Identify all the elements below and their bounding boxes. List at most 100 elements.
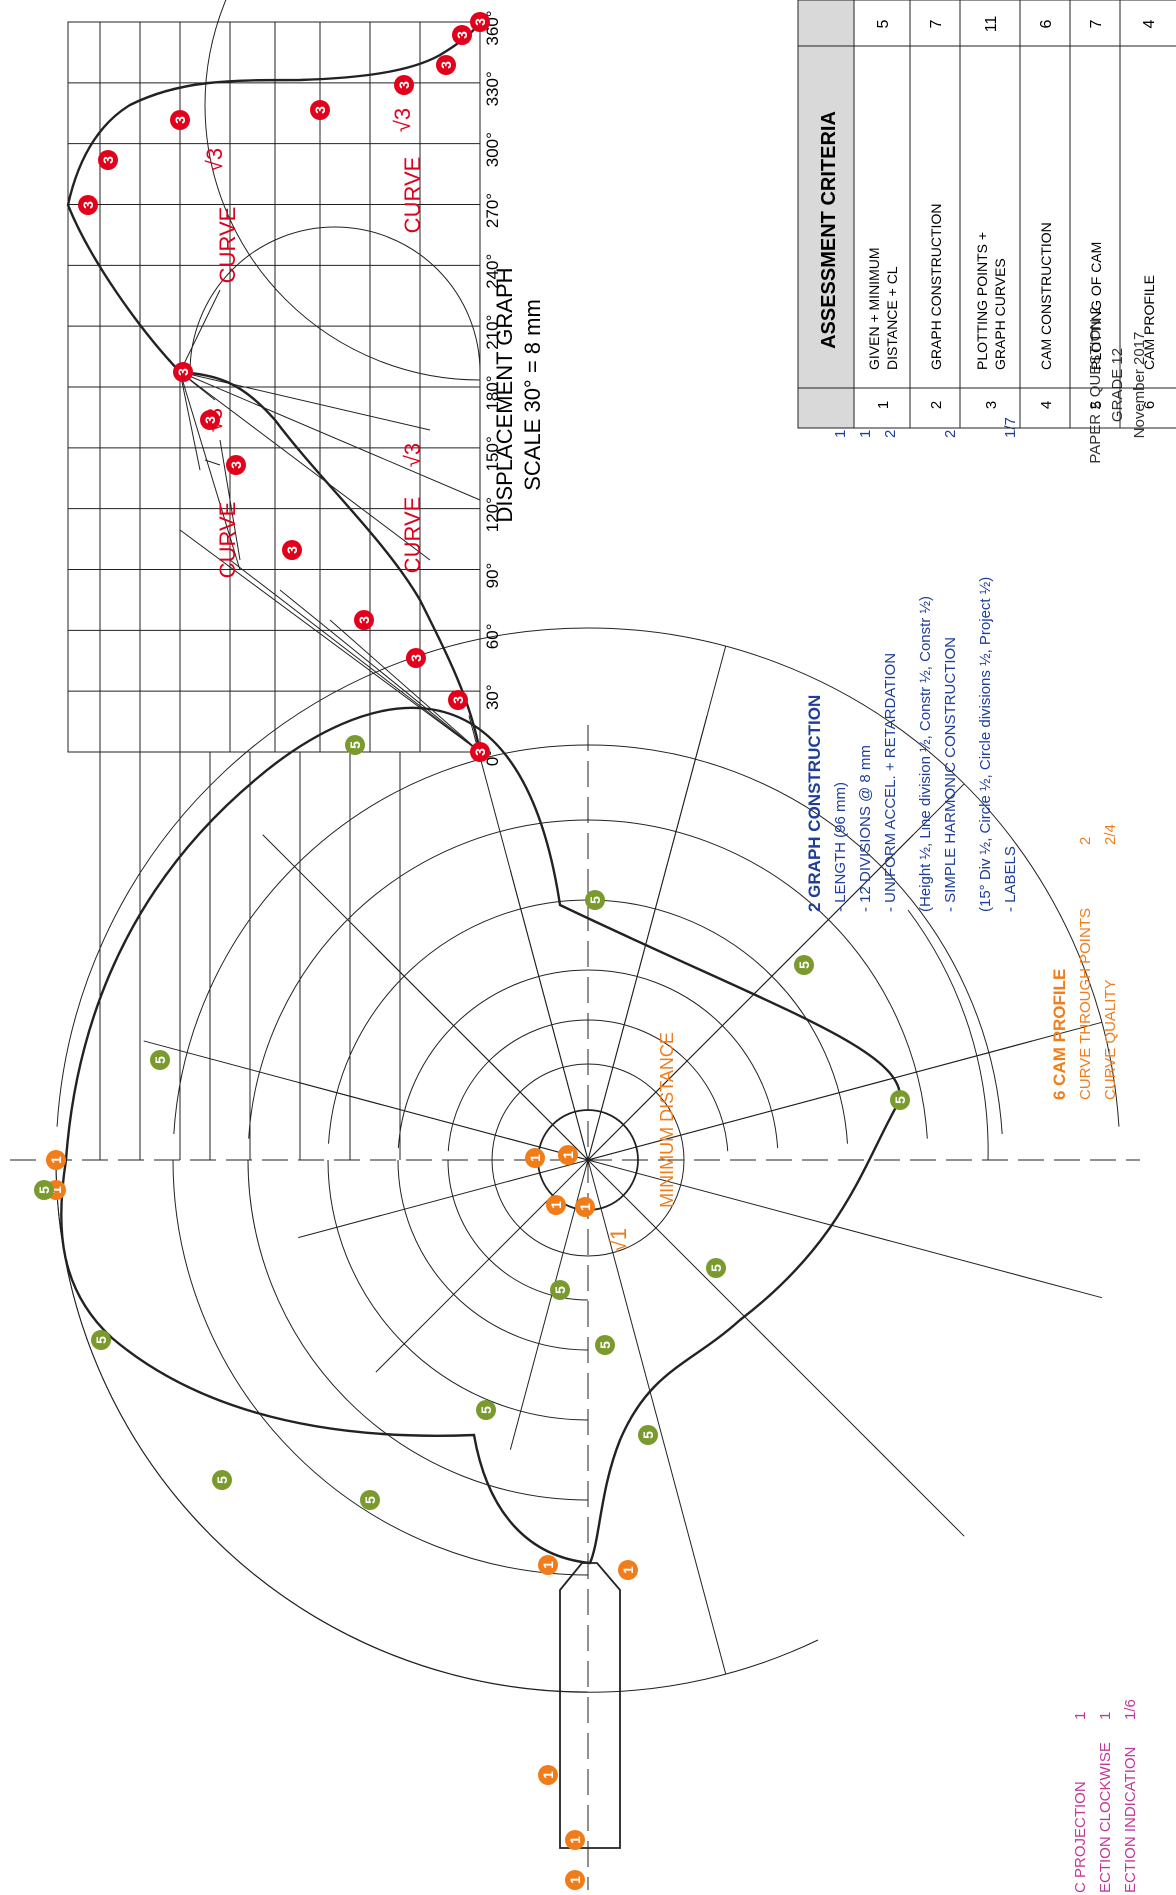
plot-arc-f [55, 1159, 589, 1693]
projection-notes-line: ECTION INDICATION [1122, 1747, 1139, 1893]
plot-arc-c [327, 1159, 589, 1421]
curve-label: CURVE [400, 157, 425, 234]
marker-red: 3 [173, 362, 193, 382]
marker-red: 3 [170, 110, 190, 130]
table-row-criterion: GRAPH CONSTRUCTION [928, 204, 944, 370]
svg-text:5: 5 [152, 1056, 168, 1064]
outer-arc-2 [907, 909, 989, 1161]
angle-label: 210° [483, 315, 502, 350]
marker-red: 3 [226, 455, 246, 475]
radial-line [298, 1159, 589, 1239]
marker-orange: 1 [538, 1555, 558, 1575]
svg-text:3: 3 [312, 106, 328, 114]
marker-red: 3 [310, 100, 330, 120]
cam-notes-mark: 2/4 [1102, 824, 1119, 845]
marker-green: 5 [890, 1090, 910, 1110]
curve-label: CURVE [400, 497, 425, 574]
projection-notes-mark: 1 [1097, 1712, 1114, 1720]
table-row-number: 3 [983, 401, 1000, 409]
table-row-number: 1 [875, 401, 892, 409]
construction-arc [173, 744, 1003, 1134]
projection-lines [99, 752, 401, 1160]
marker-red: 3 [394, 75, 414, 95]
svg-text:5: 5 [597, 1341, 613, 1349]
marker-orange: 1 [575, 1197, 595, 1217]
graph-title: DISPLACEMENT GRAPH [492, 267, 517, 522]
svg-text:3: 3 [454, 31, 470, 39]
graph-notes-mark: 1 [832, 430, 849, 438]
projection-notes-mark: 1/6 [1122, 1699, 1139, 1720]
angle-label: 330° [483, 71, 502, 106]
marker-green: 5 [150, 1050, 170, 1070]
outer-arc [55, 1159, 819, 1693]
angle-label: 60° [483, 623, 502, 649]
table-row-marks: 5 [875, 19, 892, 28]
graph-notes-line: - UNIFORM ACCEL. + RETARDATION [882, 653, 899, 912]
svg-text:1: 1 [548, 1201, 564, 1209]
graph-notes-mark: 1 [857, 430, 874, 438]
cam-construction [10, 627, 1140, 1890]
tangent-2 [179, 371, 431, 431]
ua-line-7 [179, 371, 201, 471]
graph-construction-notes: 2 GRAPH CONSTRUCTION- LENGTH (96 mm)- 12… [805, 417, 1019, 912]
projection-notes-mark: 1 [1072, 1712, 1089, 1720]
table-row-criterion: CAM PROFILE [1141, 275, 1157, 370]
plot-arc-b [397, 1159, 589, 1351]
radial-line [262, 834, 589, 1161]
ua-line-4 [329, 619, 481, 753]
radial-line [509, 1159, 589, 1450]
angle-label: 300° [483, 132, 502, 167]
curve-mark: √3 [390, 108, 415, 132]
svg-text:5: 5 [347, 741, 363, 749]
ua-ret-1 [219, 439, 241, 561]
marker-orange: 1 [46, 1150, 66, 1170]
construction-arc [248, 819, 928, 1139]
marker-green: 5 [34, 1180, 54, 1200]
marker-orange: 1 [565, 1830, 585, 1850]
angle-label: 270° [483, 193, 502, 228]
curve-label: CURVE [215, 207, 240, 284]
svg-text:5: 5 [587, 896, 603, 904]
radial-line [587, 1159, 727, 1675]
svg-text:5: 5 [93, 1336, 109, 1344]
marker-red: 3 [406, 648, 426, 668]
graph-scale: SCALE 30° = 8 mm [520, 299, 545, 491]
minimum-distance-label: MINIMUM DISTANCE [657, 1032, 677, 1208]
svg-text:1: 1 [567, 1836, 583, 1844]
graph-notes-line: - 12 DIVISIONS @ 8 mm [857, 745, 874, 912]
marker-orange: 1 [525, 1148, 545, 1168]
paper-info-line: November 2017 [1131, 332, 1148, 439]
table-row-marks: 4 [1141, 19, 1158, 28]
svg-text:1: 1 [620, 1566, 636, 1574]
radial-line [375, 1159, 589, 1373]
follower [559, 1562, 621, 1849]
svg-text:5: 5 [362, 1496, 378, 1504]
table-row-criterion: CAM CONSTRUCTION [1038, 222, 1054, 370]
construction-arc [397, 969, 779, 1149]
svg-text:1: 1 [527, 1154, 543, 1162]
svg-text:3: 3 [450, 696, 466, 704]
table-row-criterion: GIVEN + MINIMUM [866, 247, 882, 370]
ua-line-1 [179, 529, 481, 753]
table-row-criterion: DISTANCE + CL [884, 266, 900, 370]
marker-red: 3 [436, 55, 456, 75]
marker-green: 5 [706, 1258, 726, 1278]
cam-notes-title: 6 CAM PROFILE [1050, 969, 1069, 1100]
svg-text:1: 1 [48, 1156, 64, 1164]
curve-mark: √3 [202, 148, 227, 172]
marker-orange: 1 [618, 1560, 638, 1580]
svg-text:1: 1 [560, 1151, 576, 1159]
plot-arc-e [172, 1159, 589, 1576]
marker-orange: 1 [538, 1765, 558, 1785]
svg-text:3: 3 [202, 416, 218, 424]
ua-ret-2 [179, 289, 221, 373]
graph-notes-line: (15° Div ½, Circle ½, Circle divisions ½… [977, 577, 994, 912]
graph-labels: 0°30°60°90°120°150°180°210°240°270°300°3… [483, 10, 502, 766]
ua-line-6 [179, 371, 241, 571]
